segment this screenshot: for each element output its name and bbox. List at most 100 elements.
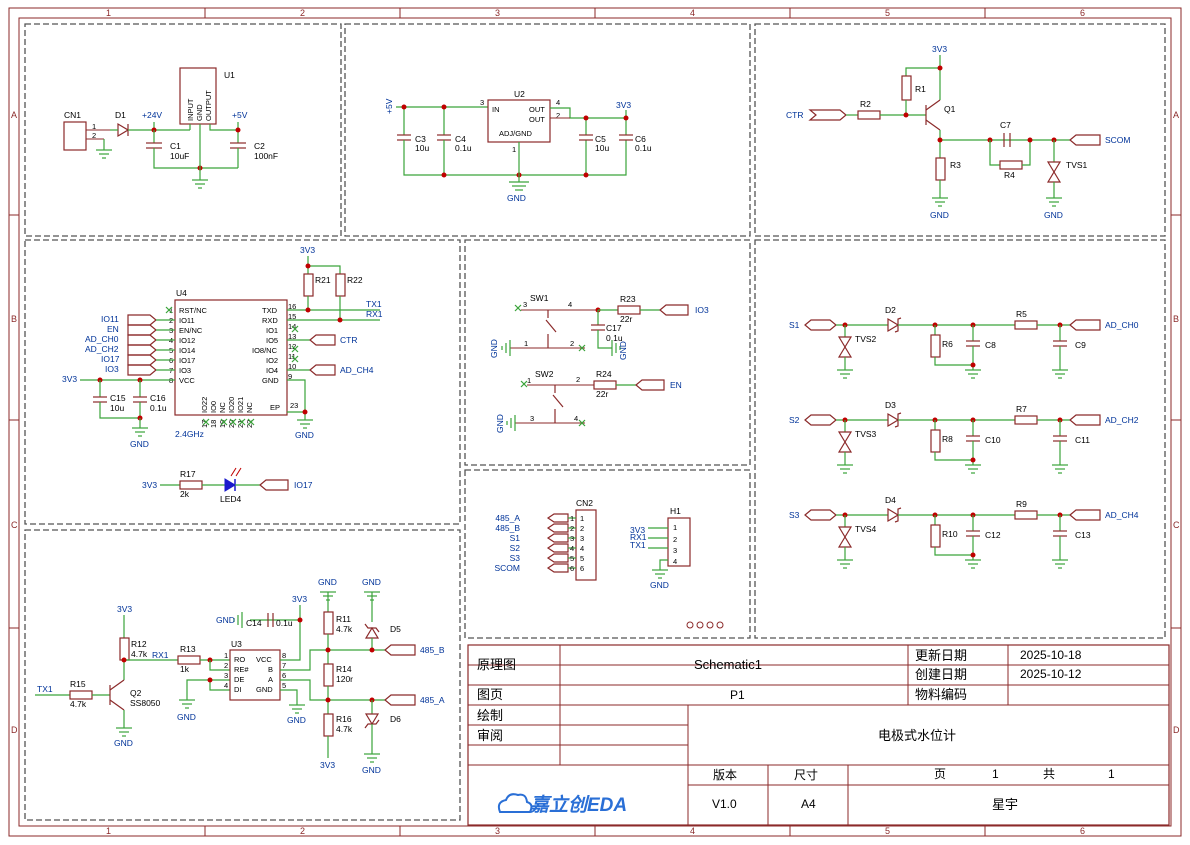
u1-pin-output: OUTPUT bbox=[204, 90, 213, 121]
cn1-connector bbox=[63, 121, 87, 151]
tb-schematic-name: Schematic1 bbox=[694, 657, 762, 672]
diode-ref: D2 bbox=[885, 305, 896, 315]
d6-tvs bbox=[364, 713, 380, 726]
u4-right-name-12: IO8/NC bbox=[252, 346, 278, 355]
c16-value: 0.1u bbox=[150, 403, 167, 413]
series-resistor bbox=[1014, 320, 1038, 330]
net-adch4-mcu: AD_CH4 bbox=[340, 365, 374, 375]
tb-label-updated: 更新日期 bbox=[915, 648, 967, 663]
r17-value: 2k bbox=[180, 489, 190, 499]
r23-value: 22r bbox=[620, 314, 632, 324]
series-resistor-ref: R7 bbox=[1016, 404, 1027, 414]
net-u3-3v3: 3V3 bbox=[292, 594, 307, 604]
cn1-pin1: 1 bbox=[92, 122, 96, 131]
zone-col-4: 4 bbox=[690, 8, 695, 18]
u4-right-name-9: GND bbox=[262, 376, 279, 385]
u4-left-name-7: IO3 bbox=[179, 366, 191, 375]
zone-col-1: 1 bbox=[106, 8, 111, 18]
r13-value: 1k bbox=[180, 664, 190, 674]
led4-ref: LED4 bbox=[220, 494, 242, 504]
zone-col-2-bottom: 2 bbox=[300, 826, 305, 836]
r12-resistor bbox=[119, 637, 130, 661]
cn2-pin-no-inner: 3 bbox=[580, 534, 584, 543]
u4-bottom-name-3: NC bbox=[218, 402, 227, 413]
u3-left-name-1: RO bbox=[234, 655, 245, 664]
rs485-section: 3V3 R12 4.7k RX1 R13 1k TX1 R15 4.7k Q2 … bbox=[35, 577, 445, 775]
c1-value: 10uF bbox=[170, 151, 189, 161]
r21-ref: R21 bbox=[315, 275, 331, 285]
tb-total: 1 bbox=[1108, 767, 1115, 781]
zone-row-b-right: B bbox=[1173, 314, 1179, 324]
net-r16-3v3: 3V3 bbox=[320, 760, 335, 770]
u2-out1: OUT bbox=[529, 105, 545, 114]
net-tx1-mcu: TX1 bbox=[366, 299, 382, 309]
tb-label-material: 物料编码 bbox=[915, 687, 967, 702]
series-resistor bbox=[1014, 415, 1038, 425]
tb-label-version: 版本 bbox=[713, 768, 737, 782]
net-24v: +24V bbox=[142, 110, 162, 120]
zone-row-b: B bbox=[11, 314, 17, 324]
sw1-pin2: 2 bbox=[570, 339, 574, 348]
sw1-pin3: 3 bbox=[523, 300, 527, 309]
r16-ref: R16 bbox=[336, 714, 352, 724]
series-resistor-ref: R5 bbox=[1016, 309, 1027, 319]
u2-adj: ADJ/GND bbox=[499, 129, 533, 138]
zone-row-d-right: D bbox=[1173, 725, 1180, 735]
zone-col-5: 5 bbox=[885, 8, 890, 18]
net-d6-gnd: GND bbox=[362, 765, 381, 775]
c6-value: 0.1u bbox=[635, 143, 652, 153]
u4-right-name-15: RXD bbox=[262, 316, 278, 325]
tvs1-ref: TVS1 bbox=[1066, 160, 1088, 170]
u4-right-no-9: 9 bbox=[288, 372, 292, 381]
u3-left-no-1: 1 bbox=[224, 651, 228, 660]
cn2-pin-no: 4 bbox=[570, 544, 574, 553]
cn2-net-label: 485_A bbox=[495, 513, 520, 523]
cn1-ref: CN1 bbox=[64, 110, 81, 120]
sw2-pin1: 1 bbox=[527, 376, 531, 385]
divider-resistor bbox=[930, 524, 941, 548]
cn2-ref: CN2 bbox=[576, 498, 593, 508]
r15-resistor bbox=[69, 690, 93, 700]
r11-ref: R11 bbox=[336, 614, 351, 624]
divider-resistor-ref: R10 bbox=[942, 529, 958, 539]
u4-left-name-6: IO17 bbox=[179, 356, 195, 365]
u4-ep: EP bbox=[270, 403, 280, 412]
net-rx1-mcu: RX1 bbox=[366, 309, 383, 319]
series-diode bbox=[887, 317, 900, 333]
net-mcu-gnd-right: GND bbox=[295, 430, 314, 440]
sw1-ref: SW1 bbox=[530, 293, 549, 303]
u4-right-no-15: 15 bbox=[288, 312, 296, 321]
mounting-holes bbox=[686, 621, 724, 629]
net-ctr-mcu: CTR bbox=[340, 335, 357, 345]
u4-bottom-name-2: IO0 bbox=[209, 401, 218, 413]
cn2-pin-no: 5 bbox=[570, 554, 574, 563]
d1-diode bbox=[117, 122, 130, 138]
tvs-diode bbox=[837, 336, 853, 349]
net-mcu-3v3-left: 3V3 bbox=[62, 374, 77, 384]
h1-pin2: 2 bbox=[673, 535, 677, 544]
r4-resistor bbox=[999, 160, 1023, 170]
zone-row-a-right: A bbox=[1173, 110, 1179, 120]
net-rx1-485: RX1 bbox=[152, 650, 169, 660]
net-c14-gnd: GND bbox=[216, 615, 235, 625]
q2-value: SS8050 bbox=[130, 698, 161, 708]
net-u3-gnd-right: GND bbox=[287, 715, 306, 725]
divider-resistor bbox=[930, 334, 941, 358]
cn2-net-label: S3 bbox=[510, 553, 521, 563]
tb-label-draw: 绘制 bbox=[477, 708, 503, 723]
h1-header bbox=[667, 517, 691, 567]
u3-right-no-8: 8 bbox=[282, 651, 286, 660]
c3-ref: C3 bbox=[415, 134, 426, 144]
c17-value: 0.1u bbox=[606, 333, 623, 343]
u4-right-name-16: TXD bbox=[262, 306, 278, 315]
net-io11: IO11 bbox=[101, 314, 119, 324]
c5-ref: C5 bbox=[595, 134, 606, 144]
tb-pg: 1 bbox=[992, 767, 999, 781]
r16-value: 4.7k bbox=[336, 724, 353, 734]
adc-output-port bbox=[1069, 509, 1101, 521]
output-cap-ref: C11 bbox=[1075, 435, 1090, 445]
